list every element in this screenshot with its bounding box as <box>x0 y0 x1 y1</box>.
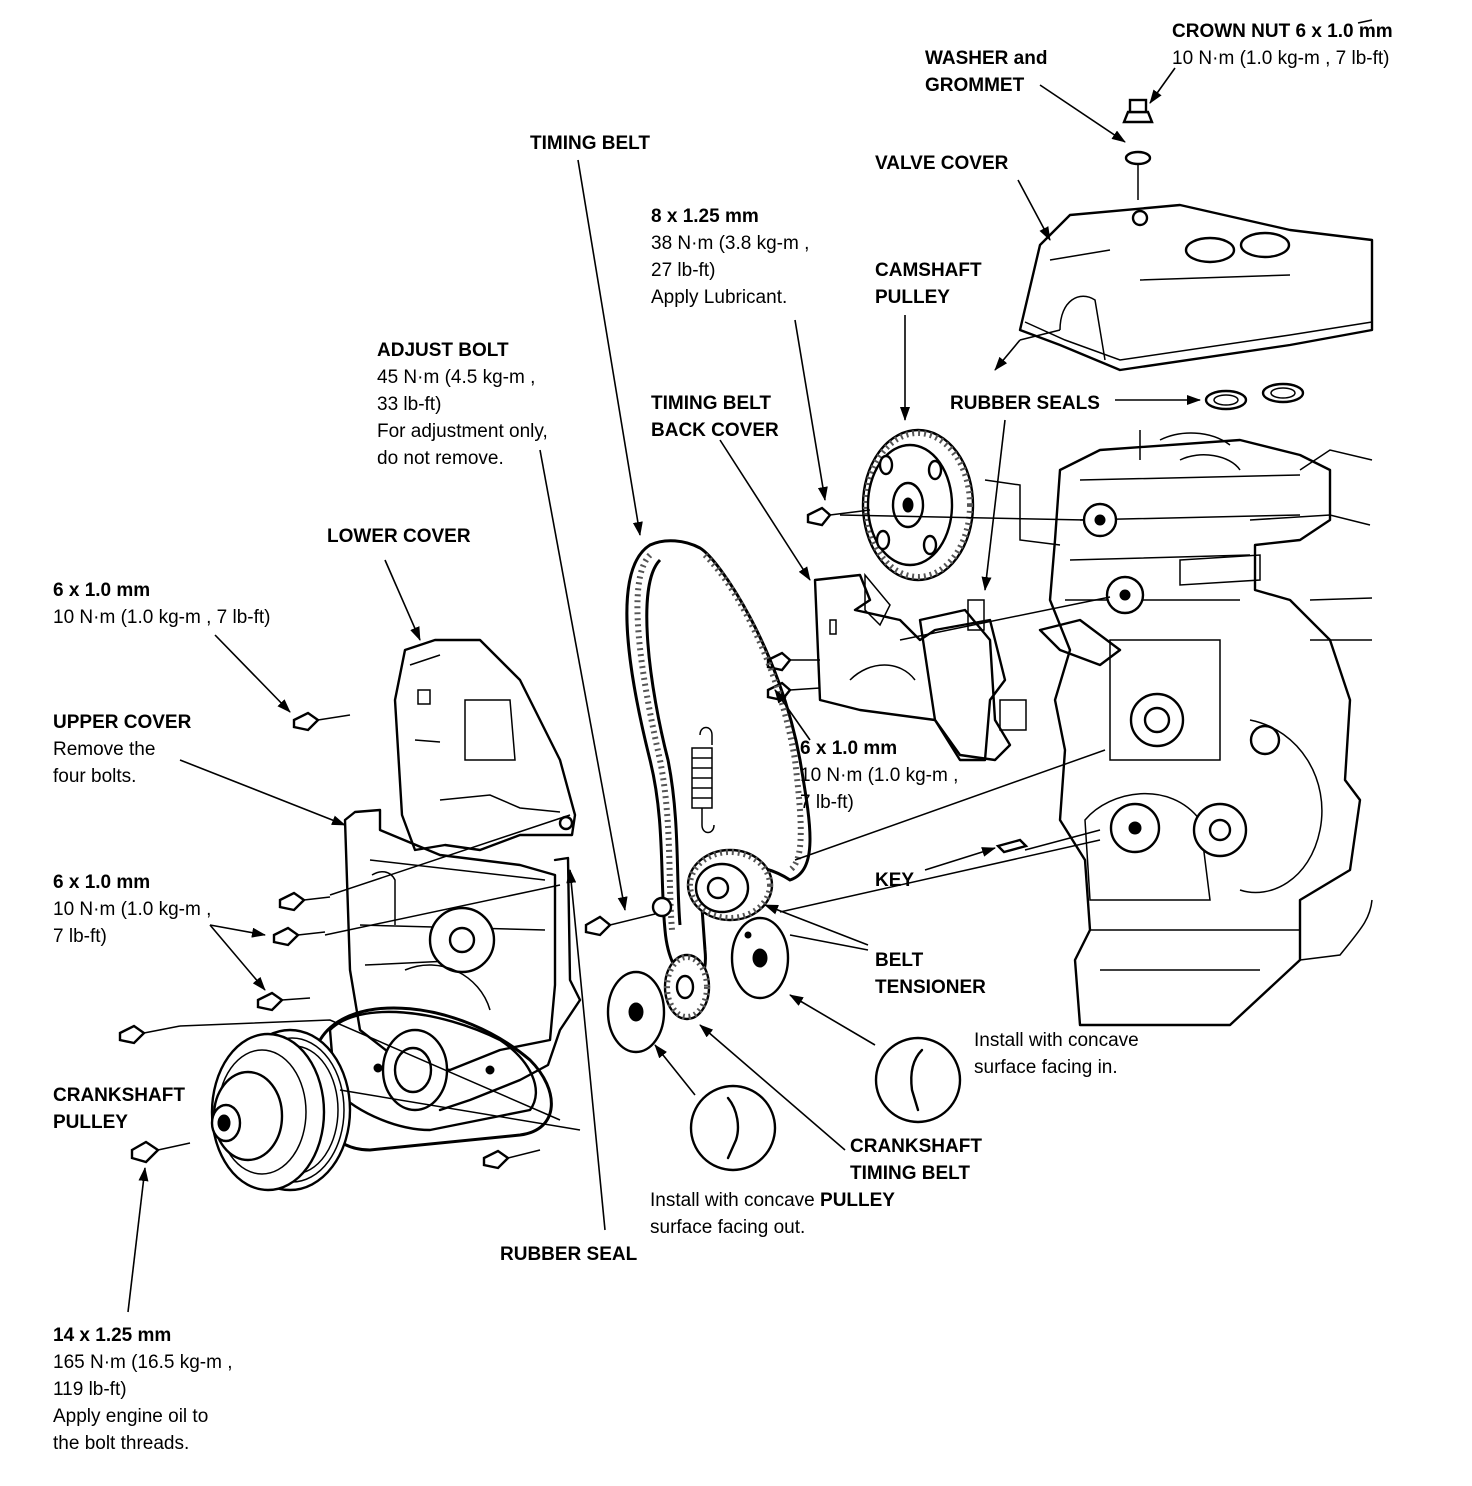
camshaft-bolt-label: 8 x 1.25 mm 38 N·m (3.8 kg-m , 27 lb-ft)… <box>651 203 809 311</box>
timing-belt-title: TIMING BELT <box>530 133 650 154</box>
concave-out-detail <box>689 1084 777 1172</box>
adjust-bolt <box>584 913 656 937</box>
timing-belt-label: TIMING BELT <box>530 130 650 157</box>
adjust-bolt-note-1: For adjustment only, <box>377 421 548 442</box>
timing-belt-back-cover <box>813 572 1027 762</box>
crank-bolt-size: 14 x 1.25 mm <box>53 1325 172 1346</box>
valve-cover <box>1018 203 1374 372</box>
woodruff-key <box>995 838 1029 854</box>
crank-bolt-note-2: the bolt threads. <box>53 1433 190 1454</box>
rubber-seal-label: RUBBER SEAL <box>500 1241 637 1268</box>
concave-out-label: Install with concave PULLEY surface faci… <box>650 1187 895 1241</box>
adjust-bolt-torque-1: 45 N·m (4.5 kg-m , <box>377 367 536 388</box>
crankshaft-pulley <box>210 1028 352 1192</box>
adjust-bolt-label: ADJUST BOLT 45 N·m (4.5 kg-m , 33 lb-ft)… <box>377 337 548 472</box>
valve-cover-label: VALVE COVER <box>875 150 1008 177</box>
lower-timing-cover <box>343 808 557 1072</box>
crown-nut <box>1122 98 1154 200</box>
key-label: KEY <box>875 867 914 894</box>
bolt-mid-left-torque-2: 7 lb-ft) <box>53 926 107 947</box>
upper-cover-note-2: four bolts. <box>53 766 137 787</box>
crank-bolt-torque-2: 119 lb-ft) <box>53 1379 127 1400</box>
camshaft-bolt-note: Apply Lubricant. <box>651 287 788 308</box>
back-cover-bolt-torque-2: 7 lb-ft) <box>800 792 854 813</box>
camshaft-bolt-torque-1: 38 N·m (3.8 kg-m , <box>651 233 810 254</box>
back-cover-line1: TIMING BELT <box>651 393 771 414</box>
crank-timing-pulley-label: CRANKSHAFT TIMING BELT <box>850 1133 982 1187</box>
belt-guide-washer-in <box>730 916 790 1000</box>
back-cover-bolt-label: 6 x 1.0 mm 10 N·m (1.0 kg-m , 7 lb-ft) <box>800 735 958 816</box>
camshaft-bolt-size: 8 x 1.25 mm <box>651 206 759 227</box>
crankshaft-pulley-line2: PULLEY <box>53 1112 128 1133</box>
crank-bolt-label: 14 x 1.25 mm 165 N·m (16.5 kg-m , 119 lb… <box>53 1322 233 1457</box>
crank-timing-pulley-line1: CRANKSHAFT <box>850 1136 982 1157</box>
belt-tensioner <box>651 848 774 922</box>
engine-block <box>1038 430 1373 1027</box>
adjust-bolt-note-2: do not remove. <box>377 448 504 469</box>
crank-bolt-torque-1: 165 N·m (16.5 kg-m , <box>53 1352 233 1373</box>
back-cover-bolt-size: 6 x 1.0 mm <box>800 738 898 759</box>
belt-tensioner-line1: BELT <box>875 950 924 971</box>
crankshaft-pulley-line1: CRANKSHAFT <box>53 1085 185 1106</box>
rubber-seals-title: RUBBER SEALS <box>950 393 1100 414</box>
crown-nut-title: CROWN NUT 6 x 1.0 mm <box>1172 21 1393 42</box>
washer-grommet-label: WASHER and GROMMET <box>925 45 1047 99</box>
concave-in-line2: surface facing in. <box>974 1057 1118 1078</box>
camshaft-pulley <box>861 428 975 582</box>
bolt-mid-left-torque-1: 10 N·m (1.0 kg-m , <box>53 899 212 920</box>
rubber-seal-strip <box>438 856 582 1112</box>
rubber-seal-ring-2 <box>1261 382 1305 404</box>
back-cover-line2: BACK COVER <box>651 420 779 441</box>
rubber-seal-title: RUBBER SEAL <box>500 1244 638 1265</box>
back-cover-label: TIMING BELT BACK COVER <box>651 390 779 444</box>
key-title: KEY <box>875 870 915 891</box>
adjust-bolt-title: ADJUST BOLT <box>377 340 509 361</box>
crank-bolt-note-1: Apply engine oil to <box>53 1406 209 1427</box>
crown-nut-label: CROWN NUT 6 x 1.0 mm 10 N·m (1.0 kg-m , … <box>1172 18 1393 72</box>
camshaft-pulley-line2: PULLEY <box>875 287 950 308</box>
back-cover-bolt-torque-1: 10 N·m (1.0 kg-m , <box>800 765 959 786</box>
rubber-seals-label: RUBBER SEALS <box>950 390 1100 417</box>
camshaft-pulley-label: CAMSHAFT PULLEY <box>875 257 982 311</box>
crank-timing-pulley-line2: TIMING BELT <box>850 1163 970 1184</box>
bolt-upper-left-label: 6 x 1.0 mm 10 N·m (1.0 kg-m , 7 lb-ft) <box>53 577 271 631</box>
crank-timing-pulley-line3: PULLEY <box>820 1190 895 1211</box>
cover-bolts <box>118 711 541 1170</box>
bolt-upper-left-torque: 10 N·m (1.0 kg-m , 7 lb-ft) <box>53 607 271 628</box>
valve-cover-title: VALVE COVER <box>875 153 1009 174</box>
concave-in-line1: Install with concave <box>974 1030 1139 1051</box>
washer-grommet-line1: WASHER and <box>925 48 1048 69</box>
camshaft-pulley-line1: CAMSHAFT <box>875 260 982 281</box>
lower-cover-title: LOWER COVER <box>327 526 471 547</box>
upper-cover-title: UPPER COVER <box>53 712 192 733</box>
crankshaft-pulley-label: CRANKSHAFT PULLEY <box>53 1082 185 1136</box>
bolt-mid-left-size: 6 x 1.0 mm <box>53 872 151 893</box>
upper-timing-cover <box>393 638 577 852</box>
concave-in-detail <box>874 1036 962 1124</box>
upper-cover-note-1: Remove the <box>53 739 156 760</box>
concave-out-line1: Install with concave <box>650 1190 815 1211</box>
camshaft-bolt <box>806 506 871 527</box>
belt-tensioner-label: BELT TENSIONER <box>875 947 986 1001</box>
bolt-mid-left-label: 6 x 1.0 mm 10 N·m (1.0 kg-m , 7 lb-ft) <box>53 869 211 950</box>
adjust-bolt-torque-2: 33 lb-ft) <box>377 394 442 415</box>
lower-cover-label: LOWER COVER <box>327 523 471 550</box>
concave-in-label: Install with concave surface facing in. <box>974 1027 1139 1081</box>
crankshaft-timing-belt-pulley <box>663 953 711 1021</box>
belt-tensioner-line2: TENSIONER <box>875 977 986 998</box>
bolt-upper-left-size: 6 x 1.0 mm <box>53 580 151 601</box>
leader-lines <box>127 19 1373 1313</box>
rubber-seal-ring-1 <box>1204 389 1248 411</box>
camshaft-bolt-torque-2: 27 lb-ft) <box>651 260 716 281</box>
tensioner-spring <box>691 726 715 834</box>
concave-out-line2: surface facing out. <box>650 1217 806 1238</box>
washer-grommet-line2: GROMMET <box>925 75 1025 96</box>
belt-guide-washer-out <box>606 970 666 1054</box>
crown-nut-torque: 10 N·m (1.0 kg-m , 7 lb-ft) <box>1172 48 1390 69</box>
upper-cover-label: UPPER COVER Remove the four bolts. <box>53 709 191 790</box>
